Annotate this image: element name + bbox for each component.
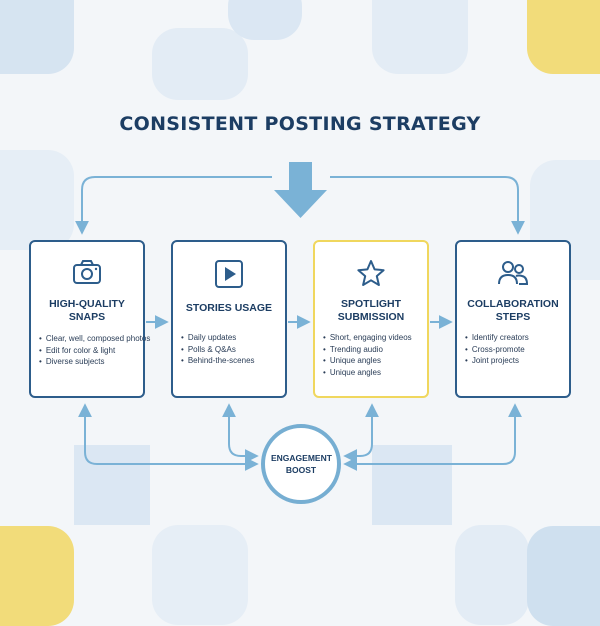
list-item: Diverse subjects xyxy=(39,356,143,368)
hub-to-card3-arrow xyxy=(343,403,379,463)
hub-to-card1-arrow xyxy=(78,403,259,471)
down-arrow-icon xyxy=(274,162,327,218)
card-bullets: Short, engaging videos Trending audio Un… xyxy=(315,332,427,378)
play-icon xyxy=(215,260,243,288)
hub-to-card4-arrow xyxy=(343,403,522,471)
list-item: Edit for color & light xyxy=(39,345,143,357)
star-icon xyxy=(357,260,385,286)
flow-connectors xyxy=(75,162,525,471)
card-bullets: Clear, well, composed photos Edit for co… xyxy=(31,333,151,368)
list-item: Unique angles xyxy=(323,367,427,379)
list-item: Daily updates xyxy=(181,332,285,344)
list-item: Cross-promote xyxy=(465,344,569,356)
list-item: Behind-the-scenes xyxy=(181,355,285,367)
page-title: CONSISTENT POSTING STRATEGY xyxy=(119,113,481,135)
bg-block xyxy=(372,0,468,74)
camera-icon xyxy=(73,260,101,284)
people-icon xyxy=(498,261,529,285)
loop-left-arrow xyxy=(75,176,272,235)
card-heading: STORIES USAGE xyxy=(185,302,273,314)
list-item: Short, engaging videos xyxy=(323,332,427,344)
bg-block-yellow xyxy=(527,0,600,74)
list-item: Identify creators xyxy=(465,332,569,344)
card-heading: SPOTLIGHT SUBMISSION xyxy=(337,298,405,323)
hub-label: ENGAGEMENT BOOST xyxy=(271,453,332,475)
hub-to-card2-arrow xyxy=(222,403,259,463)
card-collaboration-steps: COLLABORATION STEPS Identify creators Cr… xyxy=(455,240,571,398)
engagement-boost-hub: ENGAGEMENT BOOST xyxy=(261,424,341,504)
bg-block xyxy=(152,28,248,100)
bg-block xyxy=(0,0,74,74)
card-heading: COLLABORATION STEPS xyxy=(467,298,559,323)
list-item: Clear, well, composed photos xyxy=(39,333,151,345)
loop-right-arrow xyxy=(330,176,525,235)
card-bullets: Identify creators Cross-promote Joint pr… xyxy=(457,332,569,367)
bg-block xyxy=(228,0,302,40)
card-spotlight-submission: SPOTLIGHT SUBMISSION Short, engaging vid… xyxy=(313,240,429,398)
card-bullets: Daily updates Polls & Q&As Behind-the-sc… xyxy=(173,332,285,367)
card-heading: HIGH-QUALITY SNAPS xyxy=(49,298,125,323)
list-item: Unique angles xyxy=(323,355,427,367)
list-item: Polls & Q&As xyxy=(181,344,285,356)
card-high-quality-snaps: HIGH-QUALITY SNAPS Clear, well, composed… xyxy=(29,240,151,398)
list-item: Joint projects xyxy=(465,355,569,367)
bg-block xyxy=(0,150,74,250)
list-item: Trending audio xyxy=(323,344,427,356)
card-stories-usage: STORIES USAGE Daily updates Polls & Q&As… xyxy=(171,240,287,398)
